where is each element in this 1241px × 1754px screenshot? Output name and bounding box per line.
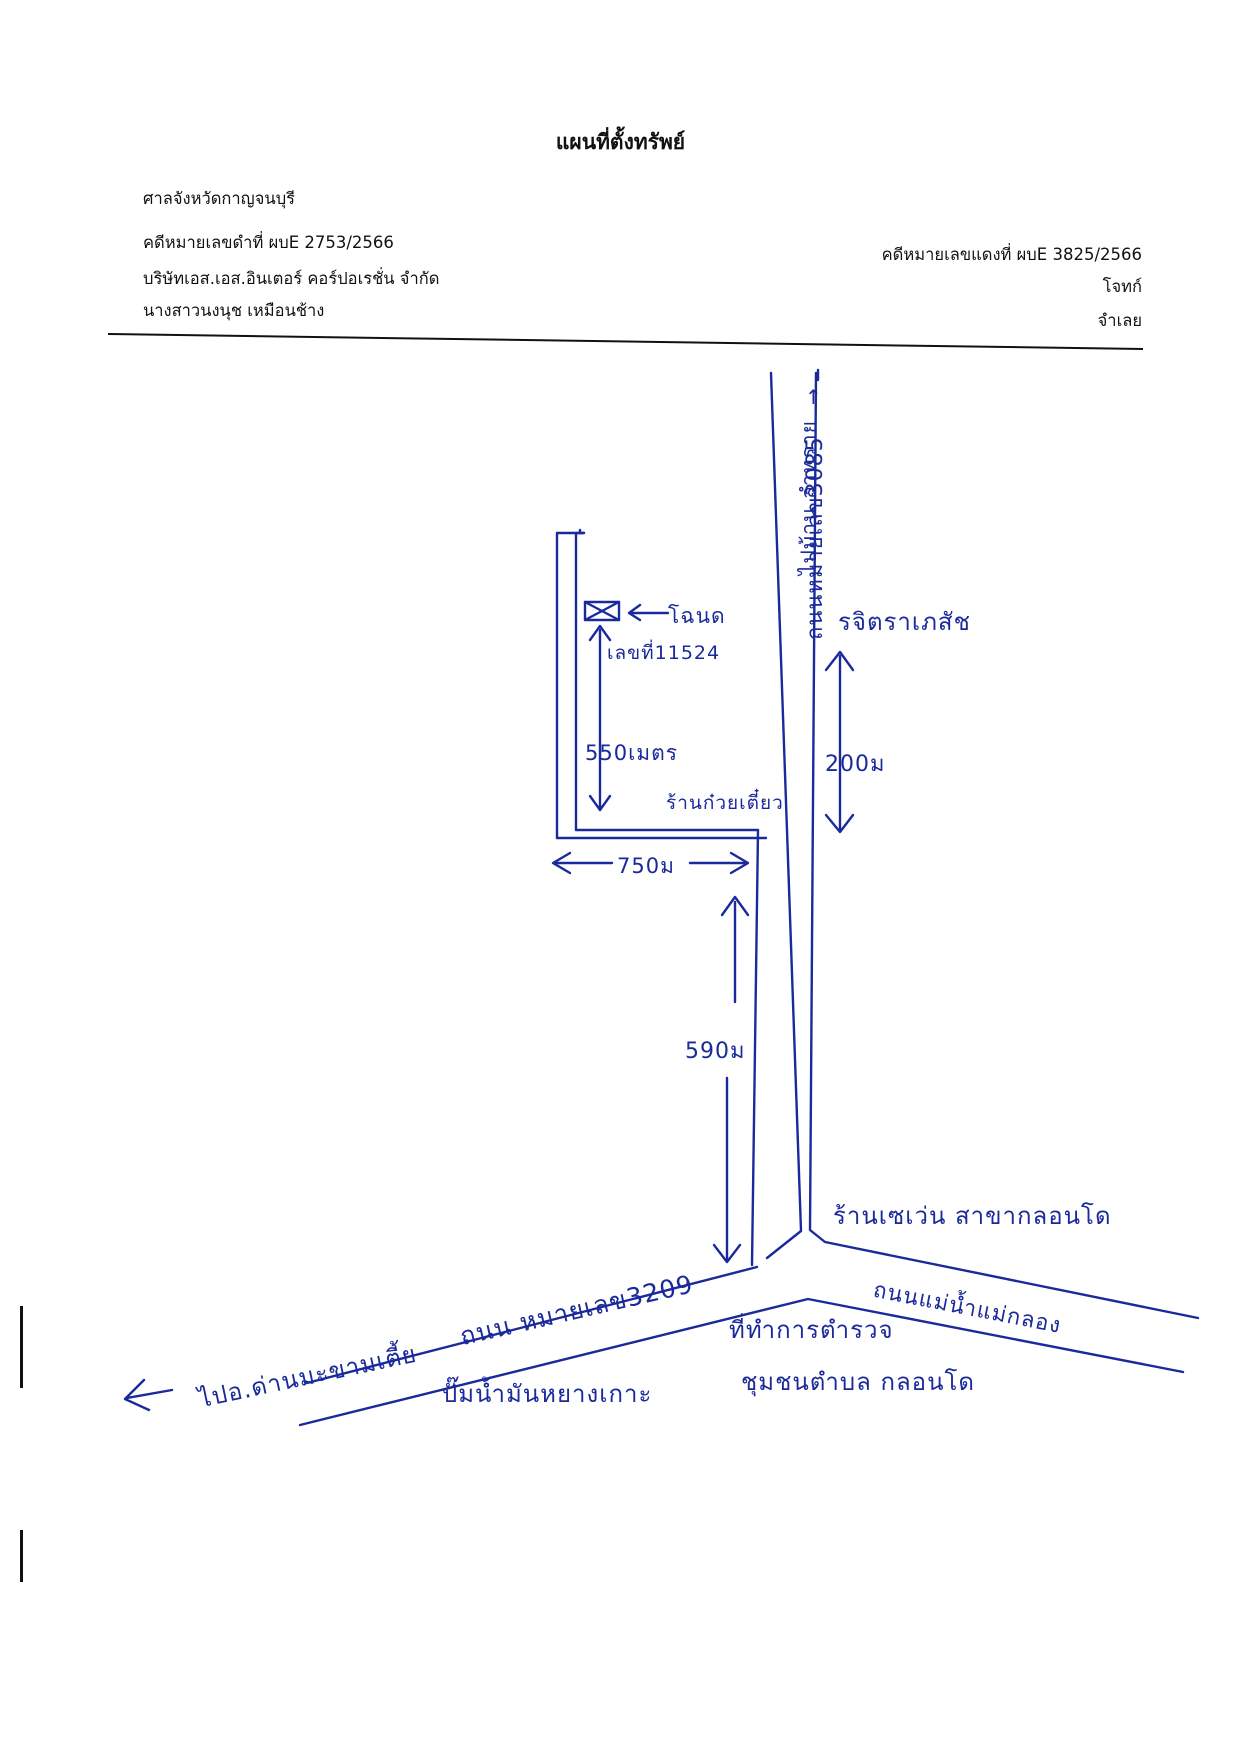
deed-label: โฉนด xyxy=(668,604,726,628)
header-divider xyxy=(107,333,1144,350)
dim-590-arrowhead-bottom xyxy=(712,1243,742,1264)
to-district-arrow xyxy=(125,1388,174,1400)
road-3085-right-edge xyxy=(808,371,1200,1320)
police-station-label: ที่ทำการตำรวจ xyxy=(729,1316,894,1344)
court-name: ศาลจังหวัดกาญจนบุรี xyxy=(143,189,296,208)
black-case-number: คดีหมายเลขดำที่ ผบE 2753/2566 xyxy=(143,233,394,252)
dim-550-arrowhead-bottom xyxy=(588,794,612,812)
dim-200-arrowhead-top xyxy=(824,650,855,672)
distance-750-label: 750ม xyxy=(617,854,675,878)
pharmacy-label: รจิตราเภสัช xyxy=(838,608,971,636)
defendant-role: จำเลย xyxy=(1097,311,1142,330)
dim-750-arrowhead-left xyxy=(551,851,572,875)
scan-edge-mark xyxy=(20,1530,23,1582)
noodle-shop-label: ร้านก๋วยเตี๋ยว xyxy=(666,792,784,814)
lane-outer-left xyxy=(555,531,584,840)
dim-200-arrowhead-bottom xyxy=(824,813,855,834)
seven-eleven-label: ร้านเซเว่น สาขากลอนโด xyxy=(833,1202,1112,1230)
red-case-number: คดีหมายเลขแดงที่ ผบE 3825/2566 xyxy=(881,245,1142,264)
distance-550-label: 550เมตร xyxy=(585,741,679,765)
deed-number: เลขที่11524 xyxy=(607,642,721,664)
lane-connector xyxy=(574,828,760,1267)
to-district-arrowhead xyxy=(123,1378,151,1412)
deed-pointer-arrowhead xyxy=(627,603,642,622)
road-3209-upper-edge xyxy=(305,1265,759,1385)
police-community-label: ชุมชนตำบล กลอนโด xyxy=(741,1368,975,1396)
dim-590-arrowhead-top xyxy=(720,895,750,917)
plaintiff-name: บริษัทเอส.เอส.อินเตอร์ คอร์ปอเรชั่น จำกั… xyxy=(143,269,440,288)
to-village-label: ไปบ้าน ลำทราย xyxy=(797,420,821,575)
dim-550-arrowhead-top xyxy=(588,624,612,642)
distance-590-label: 590ม xyxy=(685,1039,746,1064)
road-3209-lower-edge xyxy=(298,1297,1185,1427)
dim-750-arrowhead-right xyxy=(729,851,750,875)
document-title: แผนที่ตั้งทรัพย์ xyxy=(555,129,686,154)
scan-edge-mark xyxy=(20,1306,23,1388)
land-plot-cross xyxy=(583,600,621,622)
distance-200-label: 200ม xyxy=(825,752,886,777)
gas-station-label: ปั๊มน้ำมันหยางเกาะ xyxy=(442,1380,653,1408)
land-plot-marker xyxy=(583,600,621,622)
road-3085-left-edge xyxy=(765,371,803,1260)
to-village-arrowhead: ↑ xyxy=(805,385,823,409)
lane-outer-edge xyxy=(574,531,586,832)
plaintiff-role: โจทก์ xyxy=(1102,277,1142,296)
defendant-name: นางสาวนงนุช เหมือนช้าง xyxy=(143,301,325,320)
